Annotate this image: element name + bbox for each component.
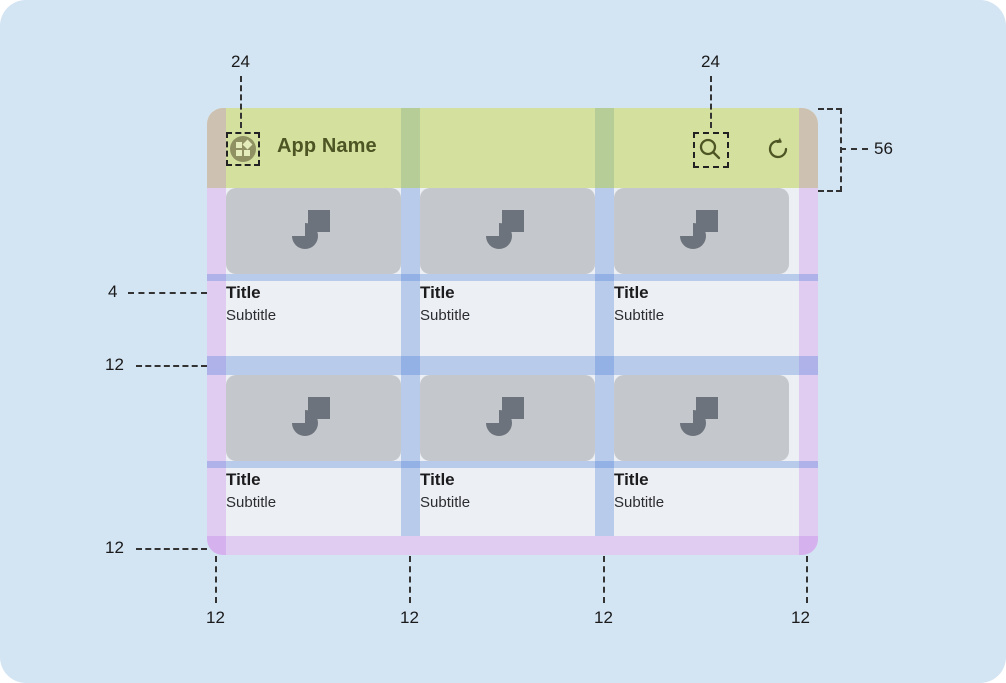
app-bar-content: App Name (207, 108, 818, 188)
image-placeholder-icon (482, 397, 528, 439)
card[interactable]: Title Subtitle (226, 188, 401, 363)
annotation-label-gutter-1: 12 (400, 608, 419, 627)
card-text: Title Subtitle (420, 274, 595, 326)
annotation-leader-gutter-1 (409, 556, 411, 603)
annotation-label-gutter-2: 12 (594, 608, 613, 627)
card[interactable]: Title Subtitle (420, 375, 595, 550)
card-media (614, 375, 789, 461)
card[interactable]: Title Subtitle (226, 375, 401, 550)
card-title: Title (614, 470, 649, 489)
annotation-label-logo-padding: 24 (231, 52, 250, 71)
card-row: Title Subtitle Title (207, 188, 818, 363)
card-title: Title (226, 470, 261, 489)
card-text: Title Subtitle (226, 461, 401, 513)
app-grid-logo-icon[interactable] (230, 136, 256, 162)
card-text: Title Subtitle (614, 274, 789, 326)
annotation-box-search (693, 132, 729, 168)
image-placeholder-icon (676, 210, 722, 252)
annotation-leader-left-margin (215, 556, 217, 603)
card-title: Title (226, 283, 261, 302)
card-subtitle: Subtitle (226, 494, 277, 511)
card[interactable]: Title Subtitle (614, 188, 789, 363)
annotation-label-row-gap: 12 (105, 355, 124, 374)
card-title: Title (420, 470, 455, 489)
annotation-label-appbar-height: 56 (874, 139, 893, 158)
image-placeholder-icon (482, 210, 528, 252)
annotation-label-right-margin: 12 (791, 608, 810, 627)
card-title: Title (614, 283, 649, 302)
card[interactable]: Title Subtitle (614, 375, 789, 550)
image-placeholder-icon (288, 397, 334, 439)
annotation-leader-search-padding (710, 76, 712, 128)
refresh-icon[interactable] (765, 136, 791, 162)
card-media (614, 188, 789, 274)
annotation-bracket-appbar-height (818, 108, 842, 192)
image-placeholder-icon (288, 210, 334, 252)
card-subtitle: Subtitle (420, 494, 471, 511)
annotation-label-keyline-4: 4 (108, 282, 118, 301)
card-text: Title Subtitle (614, 461, 789, 513)
card-subtitle: Subtitle (226, 307, 277, 324)
card-media (226, 188, 401, 274)
card-subtitle: Subtitle (614, 307, 665, 324)
search-icon[interactable] (697, 136, 723, 162)
annotation-label-search-padding: 24 (701, 52, 720, 71)
app-bar-title: App Name (277, 135, 377, 157)
card-subtitle: Subtitle (420, 307, 471, 324)
card-subtitle: Subtitle (614, 494, 665, 511)
annotation-leader-row-gap (136, 365, 207, 367)
annotation-leader-keyline-4 (128, 292, 207, 294)
card-media (420, 188, 595, 274)
card-text: Title Subtitle (226, 274, 401, 326)
image-placeholder-icon (676, 397, 722, 439)
annotation-label-left-margin: 12 (206, 608, 225, 627)
annotation-label-bottom-margin: 12 (105, 538, 124, 557)
app-bar (207, 108, 818, 188)
card-media (226, 375, 401, 461)
card[interactable]: Title Subtitle (420, 188, 595, 363)
card-text: Title Subtitle (420, 461, 595, 513)
card-row: Title Subtitle Title (207, 375, 818, 550)
device-frame: App Name (207, 108, 818, 555)
annotation-leader-logo-padding (240, 76, 242, 128)
annotation-box-logo (226, 132, 260, 166)
card-title: Title (420, 283, 455, 302)
annotation-leader-appbar-height (840, 148, 868, 150)
annotation-leader-gutter-2 (603, 556, 605, 603)
card-media (420, 375, 595, 461)
annotation-leader-right-margin (806, 556, 808, 603)
card-grid: Title Subtitle Title (207, 188, 818, 555)
annotation-leader-bottom-margin (136, 548, 207, 550)
